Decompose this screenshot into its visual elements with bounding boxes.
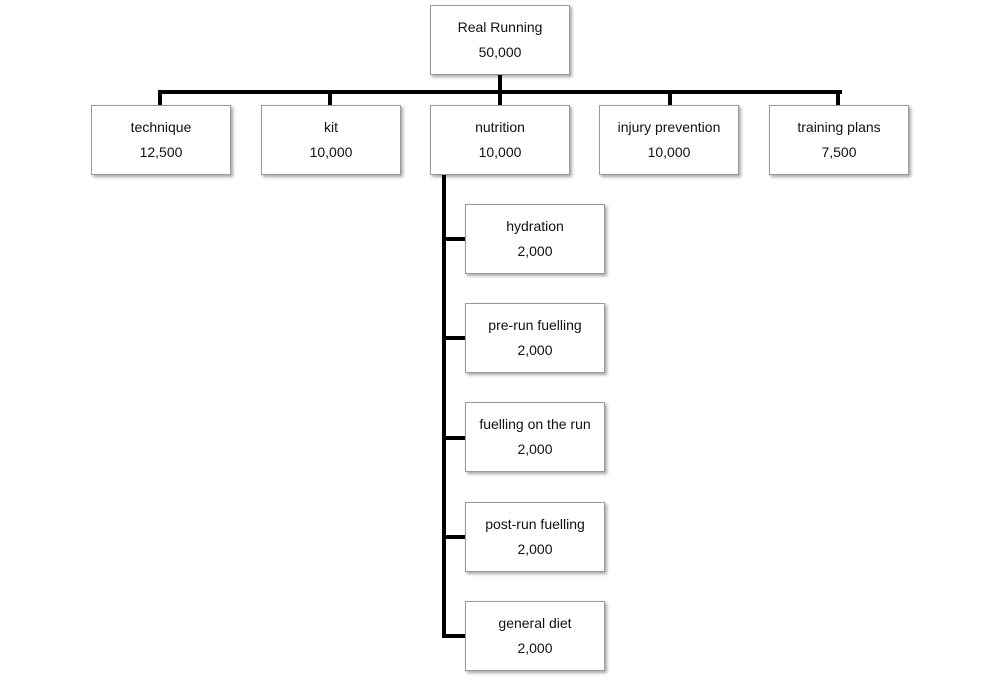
node-label: Real Running — [457, 19, 543, 35]
training-plans-drop-connector — [836, 90, 840, 105]
node-label: nutrition — [475, 119, 525, 135]
node-value: 50,000 — [478, 44, 522, 60]
category-node-training-plans: training plans 7,500 — [769, 105, 909, 175]
node-value: 2,000 — [517, 342, 553, 358]
category-node-injury-prevention: injury prevention 10,000 — [599, 105, 739, 175]
nutrition-child-hydration: hydration 2,000 — [465, 204, 605, 274]
nutrition-child-pre-run-fuelling: pre-run fuelling 2,000 — [465, 303, 605, 373]
node-value: 2,000 — [517, 541, 553, 557]
category-node-nutrition: nutrition 10,000 — [430, 105, 570, 175]
node-value: 10,000 — [647, 144, 691, 160]
node-label: training plans — [797, 119, 881, 135]
node-label: injury prevention — [617, 119, 721, 135]
node-label: fuelling on the run — [479, 416, 591, 432]
technique-drop-connector — [158, 90, 162, 105]
general-diet-branch-connector — [442, 634, 465, 638]
node-label: kit — [324, 119, 338, 135]
fuelling-on-the-run-branch-connector — [442, 436, 465, 440]
nutrition-child-post-run-fuelling: post-run fuelling 2,000 — [465, 502, 605, 572]
node-value: 7,500 — [821, 144, 857, 160]
hydration-branch-connector — [442, 237, 465, 241]
injury-prevention-drop-connector — [668, 90, 672, 105]
node-label: pre-run fuelling — [488, 317, 582, 333]
node-value: 10,000 — [309, 144, 353, 160]
node-label: hydration — [506, 218, 564, 234]
node-label: technique — [130, 119, 192, 135]
pre-run-fuelling-branch-connector — [442, 336, 465, 340]
nutrition-child-general-diet: general diet 2,000 — [465, 601, 605, 671]
root-node: Real Running 50,000 — [430, 5, 570, 75]
nutrition-drop-connector — [498, 90, 502, 105]
node-value: 2,000 — [517, 441, 553, 457]
node-value: 2,000 — [517, 640, 553, 656]
node-value: 2,000 — [517, 243, 553, 259]
node-label: general diet — [498, 615, 572, 631]
node-value: 10,000 — [478, 144, 522, 160]
category-node-kit: kit 10,000 — [261, 105, 401, 175]
post-run-fuelling-branch-connector — [442, 535, 465, 539]
category-node-technique: technique 12,500 — [91, 105, 231, 175]
node-label: post-run fuelling — [485, 516, 585, 532]
root-stem-connector — [498, 75, 502, 92]
nutrition-child-fuelling-on-the-run: fuelling on the run 2,000 — [465, 402, 605, 472]
nutrition-trunk-connector — [442, 175, 446, 638]
kit-drop-connector — [328, 90, 332, 105]
node-value: 12,500 — [139, 144, 183, 160]
